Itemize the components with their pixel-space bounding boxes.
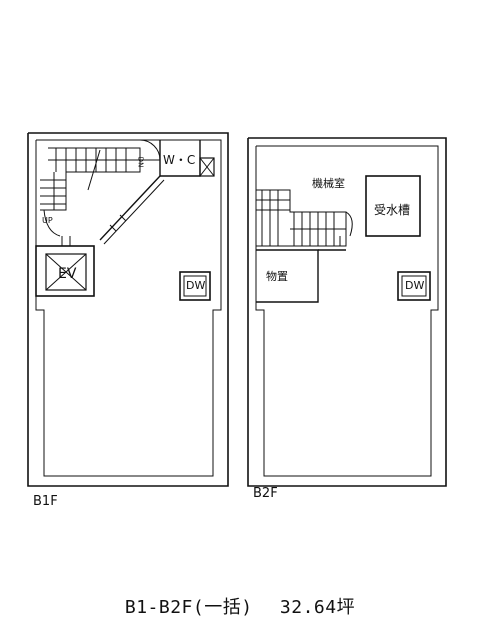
b1f-up-label: UP bbox=[42, 216, 53, 225]
b1f-outline bbox=[27, 132, 229, 487]
caption-area: 32.64坪 bbox=[279, 597, 356, 618]
b2f-water-tank bbox=[365, 175, 421, 237]
b2f-water-tank-label: 受水槽 bbox=[374, 203, 411, 217]
b2f-machine-room-label: 機械室 bbox=[312, 177, 345, 190]
b1f-wc-label: W・C bbox=[163, 153, 196, 167]
b1f-ev-label: EV bbox=[58, 266, 77, 282]
b1f-dw-label: DW bbox=[186, 279, 206, 292]
b1f-elevator bbox=[35, 236, 95, 297]
b2f-storage-label: 物置 bbox=[266, 270, 288, 283]
b2f-dw-label: DW bbox=[405, 279, 425, 292]
b1f-floor-label: B1F bbox=[33, 494, 58, 509]
b2f-outline bbox=[247, 137, 447, 487]
b2f-dumbwaiter bbox=[397, 271, 431, 301]
b1f-diagonal-wall bbox=[99, 175, 165, 245]
b2f-stairs bbox=[256, 189, 353, 247]
b1f-dumbwaiter bbox=[179, 271, 211, 301]
b1f-dn-label: DN bbox=[136, 156, 145, 168]
b2f-storage bbox=[256, 249, 319, 303]
b1f-stairs bbox=[40, 147, 141, 237]
caption-floors: B1-B2F(一括) bbox=[124, 597, 253, 618]
b2f-floor-label: B2F bbox=[253, 486, 278, 501]
plan-caption: B1-B2F(一括) 32.64坪 bbox=[0, 593, 480, 619]
